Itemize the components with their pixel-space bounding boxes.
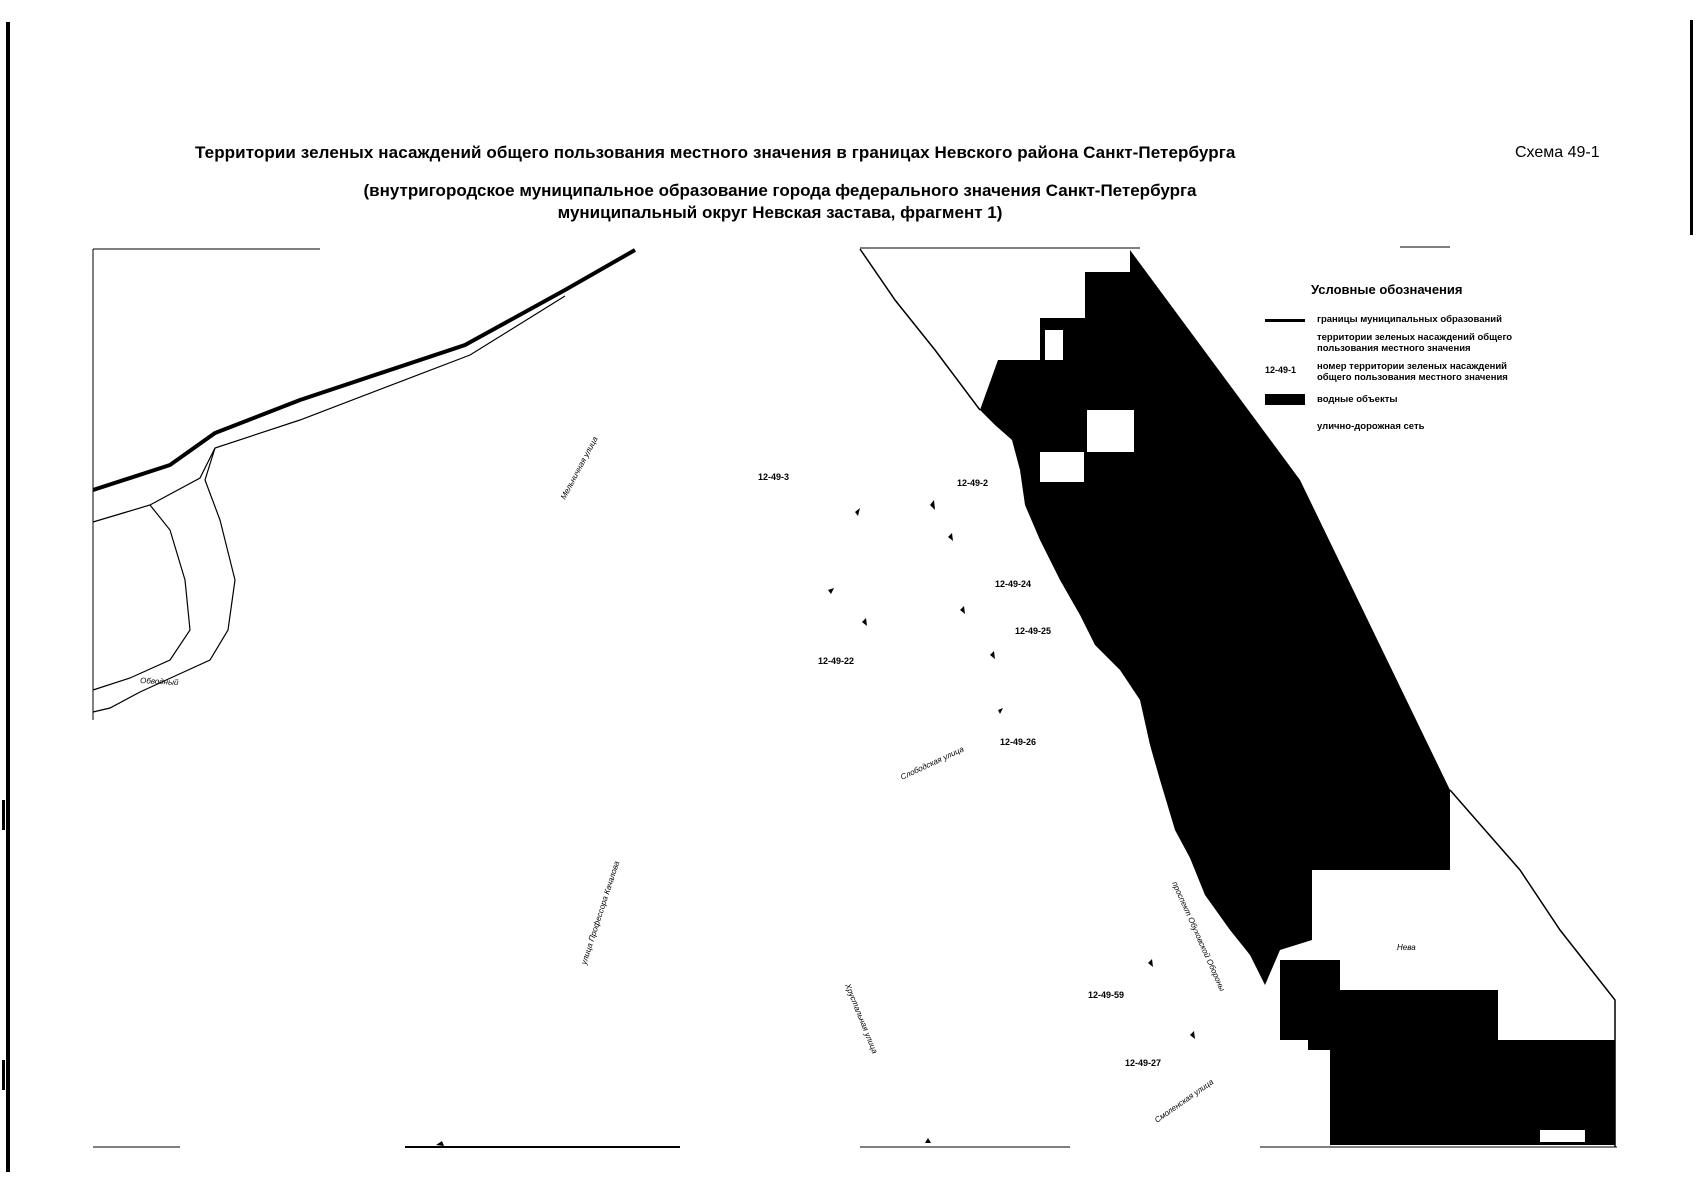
street-label-kachalova: улица Профессора Качалова — [579, 859, 621, 966]
territory-code-12-49-22: 12-49-22 — [818, 656, 854, 666]
river-bank — [859, 248, 981, 411]
legend-text: границы муниципальных образований — [1317, 314, 1502, 325]
territory-code-12-49-3: 12-49-3 — [758, 472, 789, 482]
street-label-obvodny: Обводный — [140, 676, 179, 687]
street-label-smolenskaya: Смоленская улица — [1153, 1077, 1216, 1125]
scan-edge-bar — [6, 22, 10, 1172]
scan-edge-tick-right — [1690, 20, 1693, 235]
street-label-khrustalnaya: Хрустальная улица — [843, 981, 880, 1055]
subtitle-line-2: муниципальный округ Невская застава, фра… — [557, 203, 1003, 222]
territory-code-12-49-25: 12-49-25 — [1015, 626, 1051, 636]
water-body — [980, 250, 1615, 1145]
water-label-neva: Нева — [1397, 943, 1416, 952]
river-bank-east — [1449, 789, 1616, 1147]
subtitle-line-1: (внутригородское муниципальное образован… — [363, 181, 1197, 200]
legend-text: водные объекты — [1317, 394, 1398, 405]
legend-text: номер территории зеленых насаждений обще… — [1317, 361, 1508, 383]
territory-code-12-49-24: 12-49-24 — [995, 579, 1031, 589]
map-marks — [436, 500, 1195, 1146]
scheme-number: Схема 49-1 — [1515, 144, 1600, 161]
scan-edge-tick — [2, 800, 5, 830]
map-subtitle: (внутригородское муниципальное образован… — [260, 180, 1300, 224]
legend-title: Условные обозначения — [1311, 282, 1463, 297]
municipal-boundary — [92, 248, 636, 492]
legend-code-symbol: 12-49-1 — [1265, 365, 1297, 375]
territory-code-12-49-27: 12-49-27 — [1125, 1058, 1161, 1068]
scan-edge-tick — [2, 1060, 5, 1090]
territory-code-12-49-59: 12-49-59 — [1088, 990, 1124, 1000]
map-frame — [92, 246, 1617, 1148]
canal-banks — [92, 295, 566, 713]
territory-code-12-49-26: 12-49-26 — [1000, 737, 1036, 747]
street-label-slobodskaya: Слободская улица — [899, 744, 966, 781]
legend-line-symbol — [1265, 319, 1305, 322]
street-label-melnichnaya: Мельничная улица — [559, 435, 600, 501]
legend-box-symbol — [1265, 394, 1305, 405]
map-title: Территории зеленых насаждений общего пол… — [195, 143, 1236, 162]
legend-text: улично-дорожная сеть — [1317, 421, 1425, 432]
territory-code-12-49-2: 12-49-2 — [957, 478, 988, 488]
water-gaps — [1040, 330, 1610, 1142]
legend-text: территории зеленых насаждений общего пол… — [1317, 332, 1513, 354]
